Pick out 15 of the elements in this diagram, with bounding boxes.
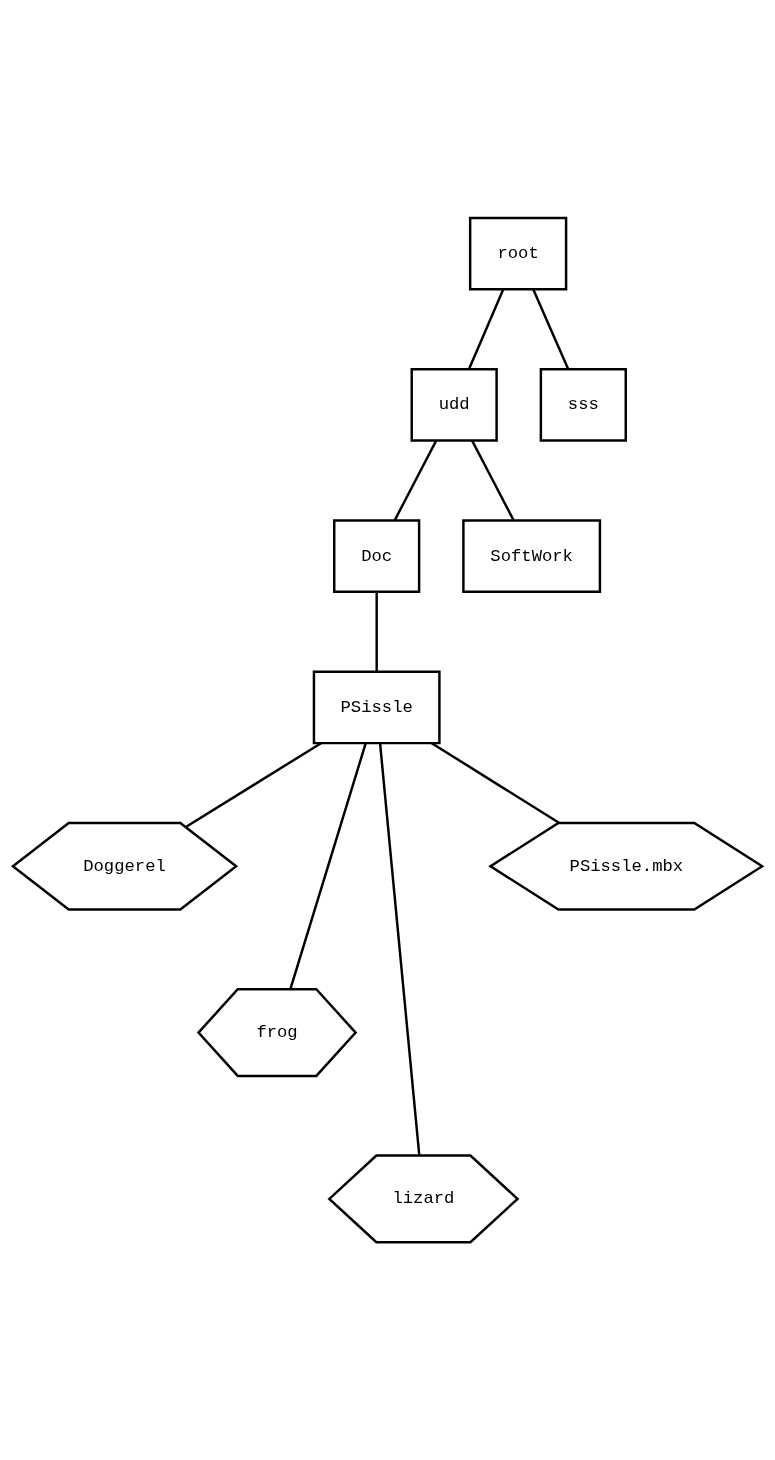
- connector: [185, 742, 322, 829]
- connector: [375, 591, 378, 672]
- connector: [378, 743, 421, 1156]
- node-box: PSissle: [312, 670, 441, 745]
- node-box: Doc: [333, 519, 421, 594]
- connector: [532, 288, 570, 370]
- connector: [468, 288, 505, 370]
- connector: [431, 742, 560, 824]
- node-box: SoftWork: [462, 519, 602, 594]
- node-box: root: [468, 216, 568, 291]
- connector: [289, 742, 367, 990]
- node-box: udd: [410, 367, 498, 442]
- node-box: sss: [539, 367, 627, 442]
- connector: [471, 440, 515, 521]
- connector: [393, 440, 438, 521]
